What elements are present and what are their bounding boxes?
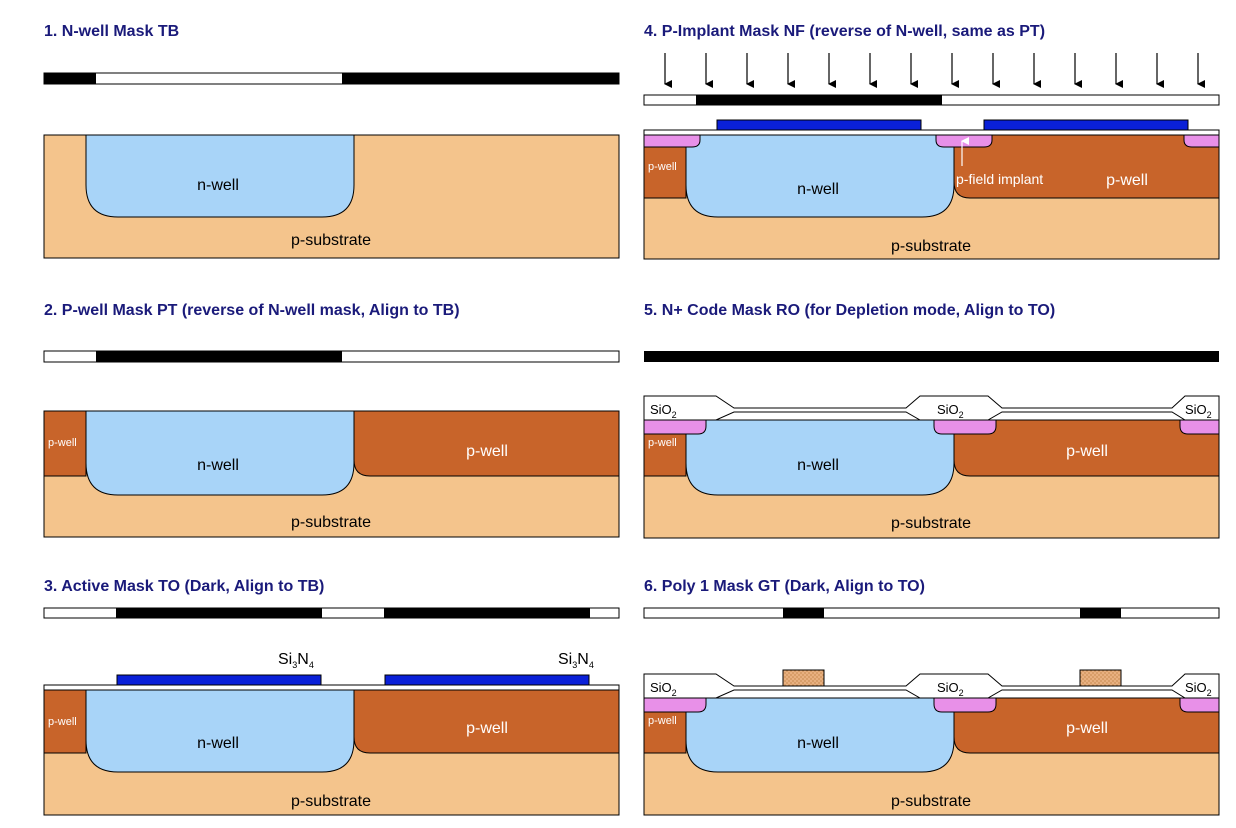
field-implant-left — [643, 697, 707, 713]
p-well-region-right — [953, 134, 1220, 199]
p-well-region-left — [43, 410, 87, 477]
panel-1: 1. N-well Mask TB n-well p-substrate — [43, 23, 620, 259]
p-well-label: p-well — [1066, 443, 1108, 460]
si3n4-label-2: Si3N4 — [558, 651, 594, 670]
field-oxide — [643, 673, 1220, 699]
p-substrate-label: p-substrate — [891, 793, 971, 810]
sio2-label-2: SiO2 — [937, 680, 964, 698]
field-implant-left — [643, 134, 701, 148]
field-implant-mid — [933, 419, 997, 435]
panel-5: 5. N+ Code Mask RO (for Depletion mode, … — [643, 302, 1220, 539]
p-well-region-left — [43, 689, 87, 754]
panel-4-title: 4. P-Implant Mask NF (reverse of N-well,… — [644, 23, 1045, 40]
field-implant-right — [1183, 134, 1220, 148]
p-well-label-small: p-well — [648, 715, 677, 727]
p-substrate-label: p-substrate — [291, 514, 371, 531]
nitride-pad-1 — [116, 674, 322, 686]
panel-3-title: 3. Active Mask TO (Dark, Align to TB) — [44, 578, 324, 595]
mask-tb — [43, 72, 620, 85]
p-field-implant-label: p-field implant — [956, 171, 1043, 187]
p-well-label-small: p-well — [648, 437, 677, 449]
nitride-pad-2 — [983, 119, 1189, 131]
nitride-pad-1 — [716, 119, 922, 131]
p-well-label: p-well — [1066, 720, 1108, 737]
p-substrate-label: p-substrate — [291, 793, 371, 810]
p-well-label: p-well — [466, 720, 508, 737]
panel-2: 2. P-well Mask PT (reverse of N-well mas… — [43, 302, 620, 538]
panel-2-title: 2. P-well Mask PT (reverse of N-well mas… — [44, 302, 460, 319]
panel-6: 6. Poly 1 Mask GT (Dark, Align to TO) Si… — [643, 578, 1220, 816]
n-well-label: n-well — [197, 177, 239, 194]
panel-4: 4. P-Implant Mask NF (reverse of N-well,… — [643, 23, 1220, 260]
n-well-region — [685, 134, 955, 218]
n-well-region — [85, 689, 355, 773]
n-well-region — [85, 134, 355, 218]
n-well-label: n-well — [797, 457, 839, 474]
mask-nf — [643, 94, 1220, 106]
panel-5-title: 5. N+ Code Mask RO (for Depletion mode, … — [644, 302, 1055, 319]
field-implant-right — [1179, 419, 1220, 435]
panel-6-title: 6. Poly 1 Mask GT (Dark, Align to TO) — [644, 578, 925, 595]
n-well-label: n-well — [197, 457, 239, 474]
pad-oxide — [643, 129, 1220, 136]
p-substrate-label: p-substrate — [291, 232, 371, 249]
mask-pt — [43, 350, 620, 363]
n-well-label: n-well — [797, 181, 839, 198]
p-substrate-label: p-substrate — [891, 515, 971, 532]
si3n4-label-1: Si3N4 — [278, 651, 314, 670]
poly-gate-2 — [1079, 669, 1122, 687]
p-well-label: p-well — [1106, 172, 1148, 189]
field-implant-right — [1179, 697, 1220, 713]
pad-oxide — [43, 684, 620, 691]
sio2-label-2: SiO2 — [937, 402, 964, 420]
field-implant-left — [643, 419, 707, 435]
field-oxide — [643, 395, 1220, 421]
n-well-region — [85, 410, 355, 496]
p-well-label-small: p-well — [648, 161, 677, 173]
n-well-label: n-well — [197, 735, 239, 752]
field-implant-mid — [935, 134, 993, 148]
p-well-label-small: p-well — [48, 716, 77, 728]
p-well-label: p-well — [466, 443, 508, 460]
mask-to — [43, 607, 620, 619]
field-implant-mid — [933, 697, 997, 713]
n-well-region — [685, 697, 955, 773]
sio2-label-3: SiO2 — [1185, 680, 1212, 698]
mask-ro — [644, 351, 1219, 362]
panel-1-title: 1. N-well Mask TB — [44, 23, 179, 40]
sio2-label-3: SiO2 — [1185, 402, 1212, 420]
poly-gate-1 — [782, 669, 825, 687]
sio2-label-1: SiO2 — [650, 402, 677, 420]
sio2-label-1: SiO2 — [650, 680, 677, 698]
n-well-region — [685, 419, 955, 496]
p-substrate-label: p-substrate — [891, 238, 971, 255]
n-well-label: n-well — [797, 735, 839, 752]
p-well-label-small: p-well — [48, 437, 77, 449]
nitride-pad-2 — [384, 674, 590, 686]
panel-3: 3. Active Mask TO (Dark, Align to TB) Si… — [43, 578, 620, 816]
mask-gt — [643, 607, 1220, 619]
implant-arrows — [664, 53, 1205, 88]
